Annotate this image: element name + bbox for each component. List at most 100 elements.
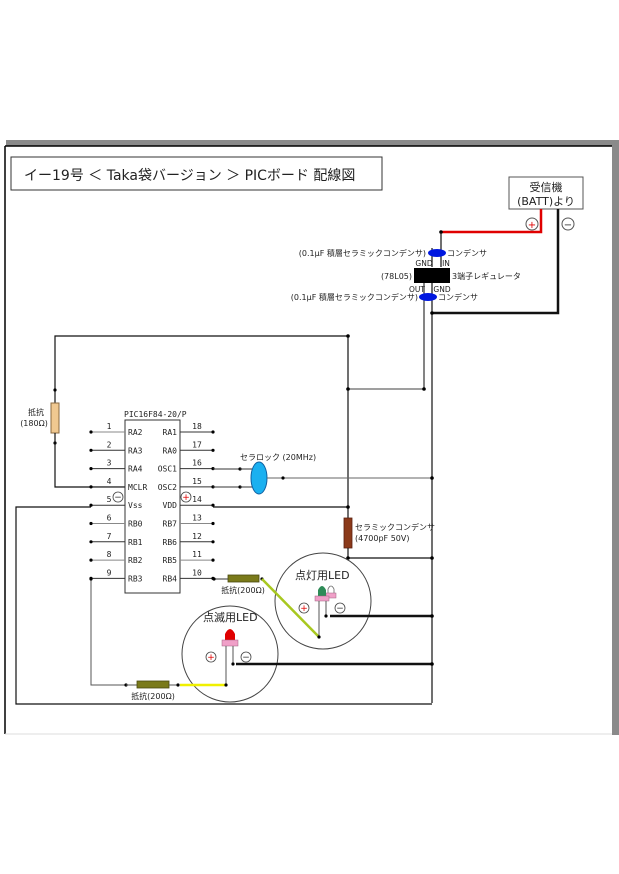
pic-pin-number: 13 [192,514,202,523]
junction-dot [212,577,216,581]
pic-pin-name: OSC2 [158,483,177,492]
pic-pin-name: RB6 [163,538,178,547]
pic-pin-name: RA4 [128,465,143,474]
pic-pin-name: RB1 [128,538,143,547]
pic-pin-number: 4 [107,477,112,486]
pic-pin-number: 17 [192,440,202,449]
pic-pin-name: RA1 [163,428,178,437]
title-box [10,156,383,191]
pic-pin-number: 6 [107,514,112,523]
pic-pin-number: 14 [192,495,202,504]
led-on-icon [318,586,326,597]
junction-dot [176,683,180,687]
led-blink-resistor-icon [136,680,170,689]
receiver-plus-icon [525,217,539,231]
pic-pin-dot [211,503,215,507]
led-blink-resistor-label: 抵抗(200Ω) [131,691,175,701]
ceramic-cap-name: セラミックコンデンサ [355,522,435,532]
pic-pin-number: 10 [192,568,202,577]
led-blink-minus-sign: − [242,653,250,663]
junction-dot [346,556,350,560]
capacitor-top-icon [428,249,446,257]
cap-bottom-spec: (0.1μF 積層セラミックコンデンサ) [291,292,418,302]
pic-pin-dot [211,540,215,544]
receiver-minus-sign: − [564,220,572,231]
pic-pin-number: 11 [192,550,202,559]
junction-dot [430,311,434,315]
led-blink-plus-icon [205,651,217,663]
cap-top-spec: (0.1μF 積層セラミックコンデンサ) [299,248,426,258]
cap-top-name: コンデンサ [447,248,487,258]
regulator-pin-gnd-bottom: GND [433,285,450,294]
pic-pin-dot [89,485,93,489]
pic-pin-number: 1 [107,422,112,431]
pic-pin-number: 15 [192,477,202,486]
junction-dot [430,614,434,618]
pic-pin-name: RA0 [163,446,178,455]
power-plus-wire [441,209,543,234]
led-on-plus-icon [298,602,310,614]
ceralock-label: セラロック (20MHz) [240,453,316,462]
pic-pin-number: 5 [107,495,112,504]
vss-ground-wire [15,506,432,705]
vss-sign: − [114,493,122,503]
pic-pin-name: RA2 [128,428,143,437]
junction-dot [231,662,235,666]
receiver-label-2: (BATT)より [517,195,575,208]
pic-pins: 1RA22RA33RA44MCLR5Vss6RB07RB18RB29RB318R… [89,422,215,583]
led-on-callout [274,552,372,650]
page-title: イー19号 ＜ Taka袋バージョン ＞ PICボード 配線図 [24,168,355,184]
pic-pin-number: 12 [192,532,202,541]
page-right-shadow [612,140,619,735]
power-minus-wire [432,209,560,315]
ceramic-cap-value: (4700pF 50V) [355,534,409,543]
junction-dot [346,334,350,338]
receiver-plus-sign: + [528,220,536,231]
regulator-pin-gnd-top: GND [415,259,432,268]
mclr-resistor-icon [50,402,60,434]
led-blink-title: 点滅用LED [203,611,258,624]
led-on-title: 点灯用LED [295,569,350,582]
vss-minus-icon [112,491,124,503]
vdd-plus-icon [180,491,192,503]
pic-pin-dot [89,503,93,507]
pic-pin-number: 18 [192,422,202,431]
pic-pin-dot [89,430,93,434]
led-on-resistor-icon [227,574,260,583]
junction-dot [430,556,434,560]
pic-pin-dot [211,521,215,526]
pic-pin-dot [211,430,215,434]
pic-pin-dot [211,558,215,562]
pic-pin-number: 9 [107,568,112,577]
pic-pin-dot [89,521,93,526]
led-on-anode-wire [261,578,320,638]
led-on-resistor-label: 抵抗(200Ω) [221,585,265,595]
junction-dot [430,662,434,666]
page-top-shadow [6,140,613,146]
receiver-label-1: 受信機 [530,180,563,194]
mclr-resistor-name: 抵抗 [28,407,44,417]
regulator-part: (78L05) [381,272,412,281]
ceramic-cap-ground-wire [347,548,432,559]
junction-dot [346,387,350,391]
led-blink-base [221,639,239,647]
pic-pin-name: RB0 [128,520,143,529]
mclr-resistor-value: (180Ω) [20,419,48,428]
receiver-box [508,176,584,210]
rb3-wire [90,579,126,686]
pic-chip-body [124,419,181,594]
led-blink-minus-icon [240,651,252,663]
junction-dot [324,614,328,618]
pic-pin-number: 16 [192,459,202,468]
receiver-minus-icon [561,217,575,231]
pic-pin-dot [89,467,93,471]
pic-pin-dot [89,558,93,562]
led-on-plus-sign: + [300,604,308,614]
ceralock-icon [250,461,268,495]
pic-pin-name: Vss [128,501,143,510]
cap-bottom-name: コンデンサ [438,292,478,302]
pic-pin-number: 2 [107,440,112,449]
pic-part-label: PIC16F84-20/P [124,410,187,419]
junction-dot [89,577,93,581]
